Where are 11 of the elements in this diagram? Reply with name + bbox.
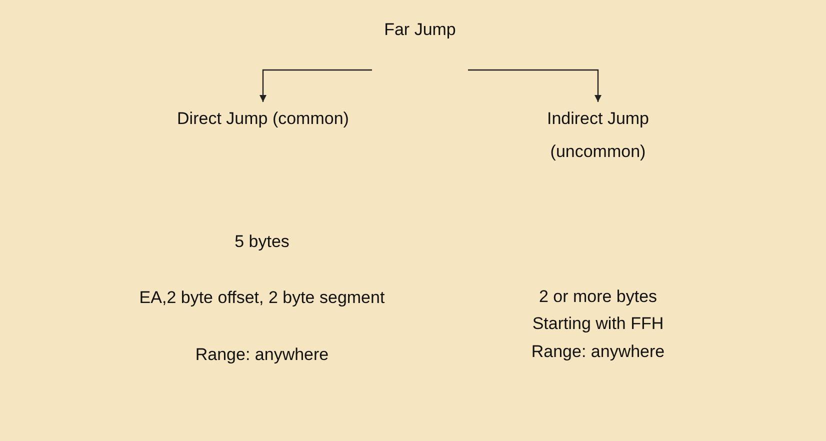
note-text: Range: anywhere xyxy=(195,345,329,365)
node-label: Indirect Jump (uncommon) xyxy=(546,108,650,163)
node-label: Direct Jump (common) xyxy=(177,108,349,130)
node-label: Far Jump xyxy=(383,19,457,41)
note-text: Range: anywhere xyxy=(531,342,665,362)
arrow xyxy=(260,69,372,102)
note-text: 2 or more bytes xyxy=(538,287,658,307)
note-text: EA,2 byte offset, 2 byte segment xyxy=(139,288,385,308)
note-text: Starting with FFH xyxy=(532,314,664,334)
note-text: 5 bytes xyxy=(234,232,290,252)
arrow xyxy=(468,69,602,102)
